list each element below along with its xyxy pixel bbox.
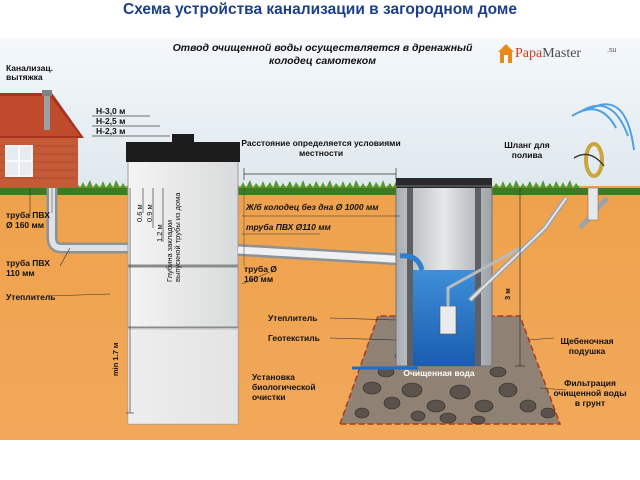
- papamaster-logo: PapaMaster .su: [497, 41, 627, 67]
- sprinkler: [571, 103, 635, 221]
- height-2-3-label: Н-2,3 м: [96, 126, 126, 136]
- diagram-title: Схема устройства канализации в загородно…: [123, 1, 517, 18]
- height-2-5-label: Н-2,5 м: [96, 116, 126, 126]
- depth-0-6-label: 0.6 м: [135, 204, 144, 222]
- height-3-0-label: Н-3,0 м: [96, 106, 126, 116]
- diagram-stage: Канализац. вытяжка Н-3,0 м Н-2,5 м Н-2,3…: [0, 38, 640, 440]
- bio-unit-label: Установка биологической очистки: [252, 372, 316, 402]
- logo-suffix: .su: [607, 47, 617, 54]
- pipe-160-mid-label: труба Ø 160 мм: [244, 264, 277, 284]
- pvc-110-mid-label: труба ПВХ Ø110 мм: [246, 222, 331, 232]
- min-depth-label: min 1.7 м: [111, 342, 120, 376]
- sky: [0, 38, 640, 190]
- geotextile-label: Геотекстиль: [268, 333, 320, 343]
- filtration-label: Фильтрация очищенной воды в грунт: [553, 378, 627, 408]
- insulation-mid-label: Утеплитель: [268, 313, 318, 323]
- sewage-diagram: [0, 38, 640, 440]
- pvc-160-left-label: труба ПВХ Ø 160 мм: [6, 210, 50, 230]
- insulation-left-label: Утеплитель: [6, 292, 56, 302]
- pvc-110-left-label: труба ПВХ 110 мм: [6, 258, 50, 278]
- depth-1-2-label: 1.2 м: [155, 224, 164, 242]
- house: [0, 90, 84, 188]
- logo-brand: PapaMaster: [515, 46, 582, 61]
- gravel-label: Щебеночная подушка: [560, 336, 614, 356]
- distance-label: Расстояние определяется условиями местно…: [241, 138, 401, 158]
- bio-treatment-unit: [126, 134, 240, 425]
- house-logo-icon: [498, 44, 514, 63]
- well-label: Ж/б колодец без дна Ø 1000 мм: [246, 202, 379, 212]
- diagram-subtitle: Отвод очищенной воды осуществляется в др…: [172, 42, 473, 67]
- hose-label: Шланг для полива: [504, 140, 550, 160]
- grass: [0, 188, 640, 195]
- vent-label: Канализац. вытяжка: [6, 63, 53, 82]
- three-m-label: 3 м: [503, 288, 512, 300]
- clean-water-label: Очищенная вода: [403, 368, 475, 378]
- well-water: [352, 246, 521, 370]
- pipe-depth-label: Глубина закладки выпускной трубы из дома: [165, 192, 182, 282]
- depth-0-9-label: 0.9 м: [145, 204, 154, 222]
